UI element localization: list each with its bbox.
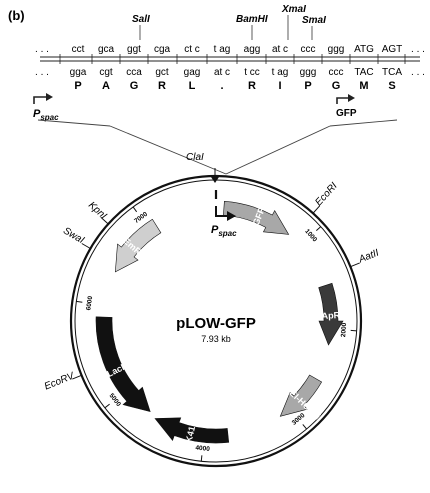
- site-label-bamhi: BamHI: [236, 14, 268, 25]
- site-label: AatII: [356, 247, 380, 265]
- scale-tick: [315, 226, 322, 232]
- scale-tick-label: 5000: [108, 392, 123, 408]
- scale-tick-label: 2000: [340, 322, 348, 337]
- top-strand-codon: . . .: [35, 44, 49, 55]
- sequence-promoter-label: Pspac: [33, 108, 59, 122]
- site-clai: ClaI: [186, 152, 219, 183]
- amino-acid: P: [74, 80, 81, 92]
- amino-acid: G: [130, 80, 139, 92]
- bottom-strand-codon: cca: [126, 67, 142, 78]
- bottom-strand-codon: . . .: [411, 67, 425, 78]
- bottom-strand-codon: . . .: [35, 67, 49, 78]
- top-strand-codon: AGT: [382, 44, 403, 55]
- bottom-strand-codon: TCA: [382, 67, 402, 78]
- bottom-strand-codon: TAC: [354, 67, 373, 78]
- panel-label: (b): [8, 8, 25, 23]
- scale-tick-label: 4000: [195, 445, 210, 454]
- site-label: EcoRV: [43, 370, 77, 392]
- plasmid-size: 7.93 kb: [201, 334, 231, 344]
- amino-acid: G: [332, 80, 341, 92]
- top-strand-codon: . . .: [411, 44, 425, 55]
- site-tick: [100, 216, 109, 225]
- top-strand: . . . cct gca ggt cga ct c t ag agg at c ccc ggg AT…: [35, 44, 425, 55]
- sequence-gfp-start-marker: GFP: [336, 94, 357, 119]
- feature-arrow: [114, 218, 162, 273]
- plasmid-name: pLOW-GFP: [176, 315, 256, 332]
- bottom-strand-codon: ccc: [329, 67, 344, 78]
- plasmid-promoter-marker: Pspac: [211, 190, 237, 238]
- top-strand-codon: ct c: [184, 44, 200, 55]
- top-strand-codon: t ag: [214, 44, 231, 55]
- scale-tick: [302, 424, 308, 430]
- top-strand-codon: at c: [272, 44, 288, 55]
- top-strand-codon: ggg: [328, 44, 345, 55]
- scale-tick: [132, 206, 138, 213]
- bottom-strand-codon: t ag: [272, 67, 289, 78]
- zoom-lines: [37, 119, 398, 175]
- plasmid-promoter-label: Pspac: [211, 224, 237, 238]
- site-tick: [312, 205, 321, 214]
- amino-acid: I: [278, 80, 281, 92]
- feature-arrow: [154, 417, 230, 444]
- amino-acid: M: [359, 80, 368, 92]
- amino-acid: .: [220, 80, 223, 92]
- feature-arrow: [318, 282, 344, 346]
- amino-acid: L: [189, 80, 196, 92]
- amino-acid: A: [102, 80, 110, 92]
- top-strand-codon: ccc: [301, 44, 316, 55]
- site-tick: [350, 262, 360, 268]
- amino-acid-translation: P A G R L. R I P G M S: [74, 80, 395, 92]
- site-label: EcoRI: [313, 181, 340, 209]
- bottom-strand-codon: ggg: [300, 67, 317, 78]
- site-label-sali: SalI: [132, 14, 150, 25]
- mcs-site-labels: SalI BamHI XmaI SmaI: [132, 4, 326, 40]
- feature-arrow: [95, 316, 151, 413]
- bottom-strand-codon: at c: [214, 67, 230, 78]
- site-clai-label: ClaI: [186, 152, 204, 163]
- plasmid-backbone-outer: [69, 174, 363, 468]
- sequence-promoter-marker: Pspac: [33, 93, 59, 122]
- site-tick: [72, 374, 82, 380]
- amino-acid: S: [388, 80, 395, 92]
- top-strand-codon: gca: [98, 44, 115, 55]
- site-tick: [81, 243, 91, 249]
- bottom-strand-codon: cgt: [99, 67, 113, 78]
- top-strand-codon: cga: [154, 44, 171, 55]
- scale-tick: [76, 300, 83, 303]
- scale-tick: [200, 455, 203, 462]
- bottom-strand-codon: gag: [184, 67, 201, 78]
- site-label: SwaI: [61, 226, 86, 247]
- top-strand-codon: agg: [244, 44, 261, 55]
- bottom-strand-codon: gct: [155, 67, 169, 78]
- bottom-strand-codon: gga: [70, 67, 87, 78]
- top-strand-codon: ATG: [354, 44, 374, 55]
- strand-ticks: [59, 54, 406, 64]
- feature-arrow: [279, 374, 323, 417]
- sequence-gfp-label: GFP: [336, 108, 357, 119]
- scale-tick: [104, 403, 110, 409]
- scale-tick-label: 3000: [291, 412, 307, 427]
- top-strand-codon: cct: [72, 44, 85, 55]
- amino-acid: P: [304, 80, 311, 92]
- site-label-xmai: XmaI: [281, 4, 306, 15]
- bottom-strand-codon: t cc: [244, 67, 260, 78]
- site-label-smai: SmaI: [302, 15, 326, 26]
- top-strand-codon: ggt: [127, 44, 141, 55]
- bottom-strand: . . . gga cgt cca gct gag at c t cc t ag ggg ccc TA…: [35, 67, 425, 78]
- amino-acid: R: [248, 80, 256, 92]
- feature-label: ApR: [321, 310, 340, 321]
- scale-tick-label: 6000: [85, 295, 94, 311]
- site-label: KpnI: [86, 200, 109, 222]
- amino-acid: R: [158, 80, 166, 92]
